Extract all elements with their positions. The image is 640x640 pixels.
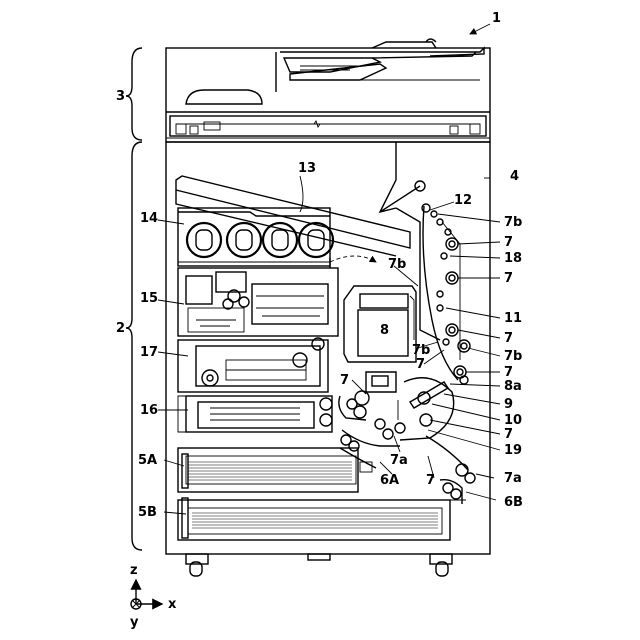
label-7-6: 7 — [340, 373, 349, 388]
document-feeder — [186, 39, 484, 104]
label-7b-1: 7b — [504, 215, 522, 230]
label-13: 13 — [298, 161, 316, 176]
label-14: 14 — [140, 211, 158, 226]
label-15: 15 — [140, 291, 158, 306]
label-7-7: 7 — [504, 427, 513, 442]
label-7-3: 7 — [504, 331, 513, 346]
label-5B: 5B — [138, 505, 157, 520]
casters — [186, 554, 452, 576]
label-7a-1: 7a — [390, 453, 408, 468]
axis-z-label: z — [130, 563, 138, 578]
toner-cartridge-2 — [227, 223, 261, 257]
toner-cartridge-1 — [187, 223, 221, 257]
axis-y-label: y — [130, 615, 139, 630]
label-18: 18 — [504, 251, 522, 266]
label-9: 9 — [504, 397, 513, 412]
label-17: 17 — [140, 345, 158, 360]
fuser-unit — [178, 338, 328, 392]
label-16: 16 — [140, 403, 158, 418]
toner-cartridges — [178, 208, 333, 266]
label-12: 12 — [454, 193, 472, 208]
label-7-2: 7 — [504, 271, 513, 286]
label-7-5: 7 — [504, 365, 513, 380]
label-7-4: 7 — [416, 357, 425, 372]
label-3: 3 — [116, 89, 125, 104]
label-4: 4 — [510, 169, 519, 184]
label-19: 19 — [504, 443, 522, 458]
label-5A: 5A — [138, 453, 157, 468]
bracket-3 — [126, 48, 142, 140]
label-8a: 8a — [504, 379, 522, 394]
label-8: 8 — [380, 323, 389, 338]
tray-5B-paper-stack — [192, 513, 438, 528]
label-7-8: 7 — [426, 473, 435, 488]
tray-5A-paper-stack — [188, 462, 352, 480]
label-11: 11 — [504, 311, 522, 326]
axis-x-label: x — [168, 597, 177, 612]
transfer-unit — [178, 396, 332, 432]
label-7b-3: 7b — [412, 343, 430, 358]
scanner-glass — [170, 116, 486, 136]
paper-tray-5A — [178, 448, 358, 492]
label-7b-2: 7b — [388, 257, 406, 272]
label-2: 2 — [116, 321, 125, 336]
label-7b-4: 7b — [504, 349, 522, 364]
label-10: 10 — [504, 413, 522, 428]
label-7-1: 7 — [504, 235, 513, 250]
label-7a-2: 7a — [504, 471, 522, 486]
label-6A: 6A — [380, 473, 399, 488]
label-1: 1 — [492, 11, 501, 26]
label-6B: 6B — [504, 495, 523, 510]
coordinate-axes: z x y — [130, 563, 177, 630]
paper-tray-5B — [178, 498, 450, 540]
leader-lines — [158, 24, 500, 514]
